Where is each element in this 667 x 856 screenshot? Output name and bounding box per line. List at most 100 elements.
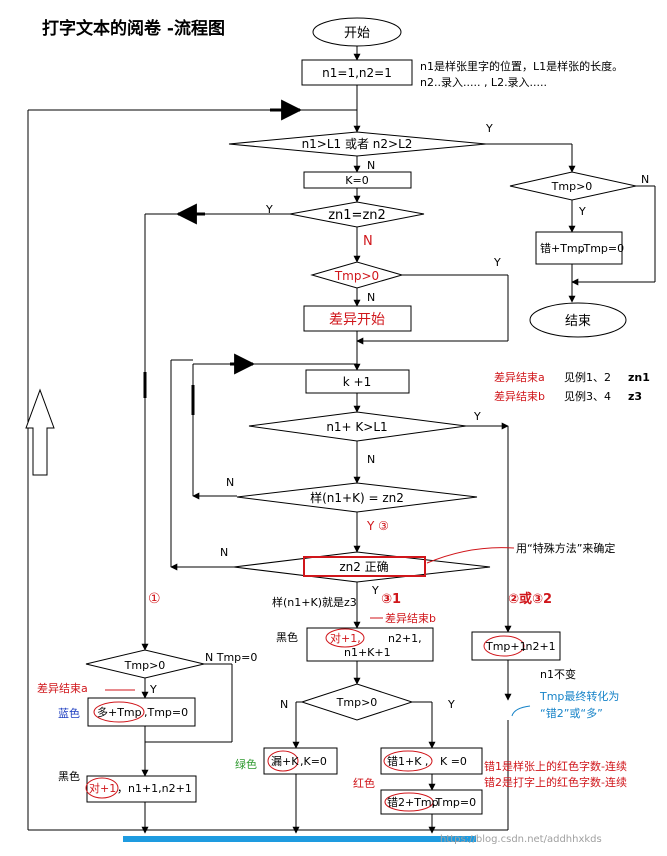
label-k-no: N <box>367 453 375 466</box>
svg-text:Tmp>0: Tmp>0 <box>124 659 166 672</box>
decision-tmp-end: Tmp>0 <box>509 171 637 201</box>
svg-text:K =0: K =0 <box>440 755 467 768</box>
label-k-yes: Y <box>473 410 481 423</box>
decision-tmp-left: Tmp>0 <box>85 649 205 679</box>
svg-text:多+Tmp: 多+Tmp <box>97 705 142 719</box>
svg-text:n1+K+1: n1+K+1 <box>344 646 391 659</box>
black2-op-node: 对+1 ，n1+1,n2+1 <box>85 775 197 803</box>
legend-b-label: 差异结束b <box>494 389 545 403</box>
svg-text:结束: 结束 <box>565 314 591 329</box>
svg-text:漏+K: 漏+K <box>271 755 299 768</box>
svg-text:,Tmp=0: ,Tmp=0 <box>432 796 476 809</box>
svg-text:Tmp+1: Tmp+1 <box>485 640 527 653</box>
label-n1-unchanged: n1不变 <box>540 667 576 681</box>
svg-text:,n2+1: ,n2+1 <box>522 640 556 653</box>
right-op-node: Tmp+1 ,n2+1 <box>471 631 561 661</box>
label-mid-yes: Y <box>447 698 455 711</box>
end-node: 结束 <box>529 302 627 338</box>
svg-text:，n1+1,n2+1: ，n1+1,n2+1 <box>117 782 192 795</box>
green-op-node: 漏+K ,K=0 <box>263 747 338 775</box>
label-green: 绿色 <box>235 757 257 771</box>
svg-text:错+Tmp: 错+Tmp <box>540 241 585 255</box>
start-node: 开始 <box>312 17 402 47</box>
label-match-no: N <box>226 476 234 489</box>
label-eq-no: N <box>363 234 373 249</box>
k-zero-node: K=0 <box>303 171 412 189</box>
note-n1-line2: n2..录入..... , L2.录入..... <box>420 76 547 89</box>
label-left-yes: Y <box>149 683 157 696</box>
svg-text:zn1=zn2: zn1=zn2 <box>328 208 386 223</box>
svg-text:n1>L1 或者 n2>L2: n1>L1 或者 n2>L2 <box>302 137 413 151</box>
svg-text:n2+1,: n2+1, <box>388 632 422 645</box>
legend-b-code: z3 <box>628 390 642 403</box>
label-zn2-yes: Y <box>371 584 379 597</box>
end-op-node: 错+Tmp ,Tmp=0 <box>535 231 624 265</box>
connectors <box>27 45 656 842</box>
label-zn2-no: N <box>220 546 228 559</box>
svg-text:差异开始: 差异开始 <box>329 312 385 328</box>
note-tmp-1: Tmp最终转化为 <box>539 689 619 703</box>
label-match-yes: Y ③ <box>366 519 389 533</box>
svg-text:对+1,: 对+1, <box>330 631 361 645</box>
label-end-no: N <box>367 159 375 172</box>
decision-zn2-correct: zn2 正确 <box>233 551 491 583</box>
legend-a-label: 差异结束a <box>494 370 545 384</box>
branch-labels: Y N Y N Y N N Y Y N N Y ③ N Y ③1 ②或③2 ① … <box>37 122 649 790</box>
page-title: 打字文本的阅卷 -流程图 <box>42 18 225 39</box>
decision-sample-match: 样(n1+K) = zn2 <box>236 482 478 513</box>
label-z3-line: 样(n1+K)就是z3 <box>272 595 357 609</box>
label-black: 黑色 <box>276 630 298 644</box>
init-node: n1=1,n2=1 <box>301 59 413 86</box>
note-err2: 错2是打字上的红色字数-连续 <box>484 775 627 789</box>
svg-text:Tmp>0: Tmp>0 <box>336 696 378 709</box>
note-tmp-2: “错2”或“多” <box>540 706 603 720</box>
legend-a-code: zn1 <box>628 371 650 384</box>
label-diff-end-a-left: 差异结束a <box>37 681 88 695</box>
label-c232: ②或③2 <box>508 591 552 607</box>
label-c31: ③1 <box>381 592 401 607</box>
svg-text:,Tmp=0: ,Tmp=0 <box>144 706 188 719</box>
label-tmpend-no: N <box>641 173 649 186</box>
label-left-no: N Tmp=0 <box>205 651 257 664</box>
diff-start-node: 差异开始 <box>303 305 412 332</box>
label-c1: ① <box>148 591 161 607</box>
label-tmpend-yes: Y <box>578 205 586 218</box>
decision-tmp-1: Tmp>0 <box>310 261 404 289</box>
legend-a-text: 见例1、2 <box>564 370 611 384</box>
svg-text:对+1: 对+1 <box>89 781 116 795</box>
k-plus-node: k +1 <box>305 369 410 394</box>
svg-text:Tmp>0: Tmp>0 <box>551 180 593 193</box>
label-eq-yes: Y <box>265 203 273 216</box>
svg-text:n1+ K>L1: n1+ K>L1 <box>326 420 387 434</box>
decision-zn-equal: zn1=zn2 <box>289 201 425 228</box>
label-end-yes: Y <box>485 122 493 135</box>
label-tmp1-no: N <box>367 291 375 304</box>
svg-text:k +1: k +1 <box>343 375 371 389</box>
label-special: 用“特殊方法”来确定 <box>516 541 615 555</box>
decision-k-limit: n1+ K>L1 <box>248 411 467 442</box>
decision-tmp-mid: Tmp>0 <box>300 683 414 721</box>
decision-end-check: n1>L1 或者 n2>L2 <box>228 131 487 157</box>
red-op1-node: 错1+K , K =0 <box>380 747 483 775</box>
loop-up-arrow-icon <box>25 388 55 476</box>
note-err1: 错1是样张上的红色字数-连续 <box>484 759 627 773</box>
red-op2-node: 错2+Tmp ,Tmp=0 <box>380 789 483 815</box>
svg-text:错2+Tmp: 错2+Tmp <box>387 795 439 809</box>
svg-text:开始: 开始 <box>344 26 370 41</box>
svg-text:K=0: K=0 <box>345 174 368 187</box>
svg-text:,K=0: ,K=0 <box>300 755 327 768</box>
svg-text:样(n1+K) = zn2: 样(n1+K) = zn2 <box>310 490 404 505</box>
label-red: 红色 <box>353 776 375 790</box>
svg-text:Tmp>0: Tmp>0 <box>334 269 379 283</box>
black-op-node: 对+1, n2+1, n1+K+1 <box>306 627 434 662</box>
svg-text:zn2 正确: zn2 正确 <box>339 560 388 574</box>
watermark: https://blog.csdn.net/addhhxkds <box>440 834 602 845</box>
svg-text:错1+K ,: 错1+K , <box>387 754 428 768</box>
legend-b-text: 见例3、4 <box>564 389 611 403</box>
label-blue: 蓝色 <box>58 706 80 720</box>
note-n1-line1: n1是样张里字的位置，L1是样张的长度。 <box>420 59 623 73</box>
blue-op-node: 多+Tmp ,Tmp=0 <box>87 697 196 727</box>
svg-text:n1=1,n2=1: n1=1,n2=1 <box>322 66 392 80</box>
